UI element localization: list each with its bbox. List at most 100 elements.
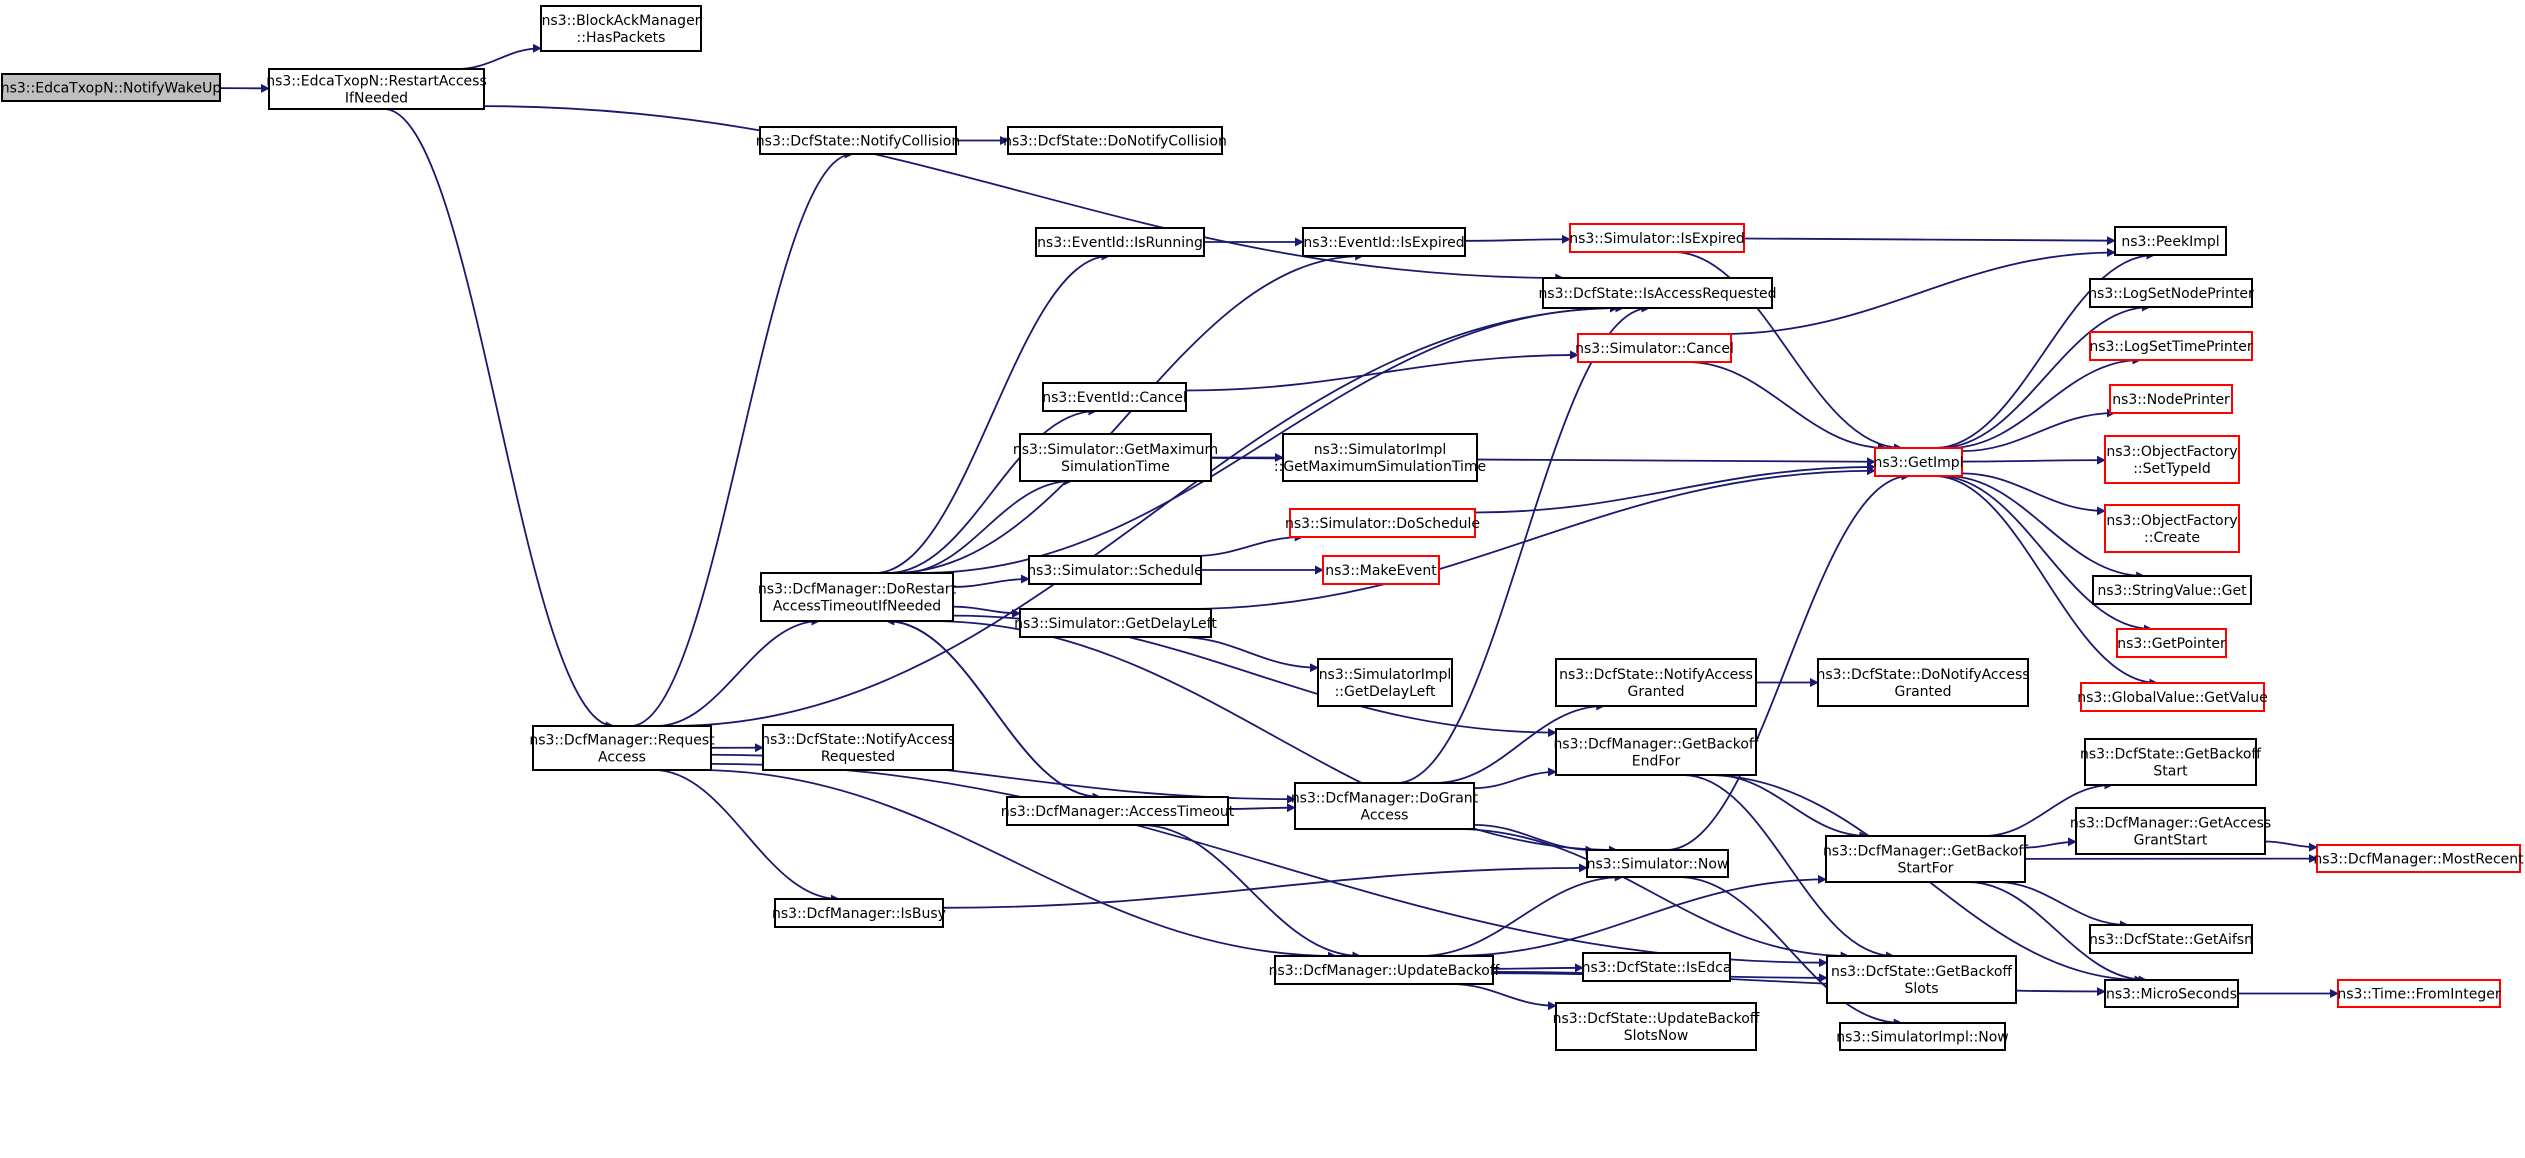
node-label: Access <box>1361 808 1409 824</box>
node-label: ns3::DcfState::GetBackoff <box>2080 747 2261 763</box>
node-getAifsn[interactable]: ns3::DcfState::GetAifsn <box>2089 924 2253 954</box>
node-makeEvent[interactable]: ns3::MakeEvent <box>1322 555 1440 585</box>
edge-accessTimeout-to-updateBackoff <box>1140 824 1362 961</box>
node-implGetDelayLeft[interactable]: ns3::SimulatorImpl::GetDelayLeft <box>1317 658 1453 707</box>
node-notifyCollision[interactable]: ns3::DcfState::NotifyCollision <box>756 126 960 155</box>
node-mostRecent[interactable]: ns3::DcfManager::MostRecent <box>2313 844 2524 873</box>
edge-restartAccess-to-requestAccess <box>383 108 615 731</box>
node-label: EndFor <box>1632 754 1681 770</box>
node-globalValueGet[interactable]: ns3::GlobalValue::GetValue <box>2077 682 2268 712</box>
node-box <box>1577 333 1732 363</box>
node-getImpl[interactable]: ns3::GetImpl <box>1873 447 1964 477</box>
node-setTypeId[interactable]: ns3::ObjectFactory::SetTypeId <box>2104 435 2240 484</box>
edge-simIsExpired-to-getImpl <box>1673 251 1904 453</box>
edge-requestAccess-to-doRestartAccess <box>656 616 821 727</box>
node-notifyWakeUp[interactable]: ns3::EdcaTxopN::NotifyWakeUp <box>1 73 222 102</box>
node-isEdca[interactable]: ns3::DcfState::IsEdca <box>1582 952 1732 982</box>
node-isBusy[interactable]: ns3::DcfManager::IsBusy <box>772 898 946 928</box>
node-label: ns3::DcfState::IsAccessRequested <box>1538 286 1776 302</box>
node-factoryCreate[interactable]: ns3::ObjectFactory::Create <box>2104 504 2240 553</box>
node-label: ns3::DcfManager::AccessTimeout <box>1001 804 1235 820</box>
node-label: ns3::BlockAckManager <box>542 13 701 29</box>
node-box <box>2104 979 2239 1008</box>
node-label: ns3::EventId::IsExpired <box>1303 235 1464 251</box>
node-box <box>762 724 954 771</box>
node-label: ns3::Time::FromInteger <box>2337 987 2500 1003</box>
node-label: SimulationTime <box>1061 459 1170 475</box>
node-label: ns3::NodePrinter <box>2112 392 2230 408</box>
node-microSeconds[interactable]: ns3::MicroSeconds <box>2104 979 2239 1008</box>
node-label: ns3::DcfManager::Request <box>529 733 715 749</box>
node-label: ns3::EdcaTxopN::NotifyWakeUp <box>1 81 222 97</box>
edge-requestAccess-to-isAccessRequested <box>672 303 1625 727</box>
edge-requestAccess-to-isBusy <box>653 769 840 904</box>
node-box <box>1028 555 1202 585</box>
node-isRunning[interactable]: ns3::EventId::IsRunning <box>1035 227 1205 257</box>
node-label: ns3::Simulator::Cancel <box>1575 341 1734 357</box>
node-fromInteger[interactable]: ns3::Time::FromInteger <box>2337 979 2501 1008</box>
node-label: ns3::Simulator::Now <box>1587 857 1729 873</box>
edge-doRestartAccess-to-eventIsExpired <box>892 251 1365 574</box>
node-peekImpl[interactable]: ns3::PeekImpl <box>2114 226 2227 256</box>
node-simIsExpired[interactable]: ns3::Simulator::IsExpired <box>1569 223 1745 253</box>
node-getPointer[interactable]: ns3::GetPointer <box>2116 628 2227 658</box>
node-label: GrantStart <box>2134 833 2208 849</box>
node-label: ::GetMaximumSimulationTime <box>1274 459 1486 475</box>
edge-doRestartAccess-to-getDelayLeft <box>952 605 1021 618</box>
node-getMaxSimTime[interactable]: ns3::Simulator::GetMaximumSimulationTime <box>1013 433 1218 482</box>
edge-getBackoffStartFor-to-getAccessGrantStart <box>2024 837 2077 849</box>
node-simSchedule[interactable]: ns3::Simulator::Schedule <box>1027 555 1203 585</box>
edge-requestAccess-to-updateBackoff <box>697 769 1337 961</box>
node-simCancel[interactable]: ns3::Simulator::Cancel <box>1575 333 1734 363</box>
edge-requestAccess-to-notifyCollision <box>630 149 854 727</box>
edge-doGrantAccess-to-isAccessRequested <box>1396 303 1651 784</box>
node-label: ns3::DcfManager::GetBackoff <box>1553 737 1758 753</box>
node-label: ns3::ObjectFactory <box>2106 513 2237 529</box>
node-logSetNodePrinter[interactable]: ns3::LogSetNodePrinter <box>2088 278 2254 308</box>
edge-doGrantAccess-to-getBackoffSlots <box>1455 828 1850 961</box>
node-doRestartAccess[interactable]: ns3::DcfManager::DoRestartAccessTimeoutI… <box>758 572 957 622</box>
node-label: ns3::GetImpl <box>1873 455 1963 471</box>
node-getDelayLeft[interactable]: ns3::Simulator::GetDelayLeft <box>1014 608 1217 638</box>
node-box <box>2114 226 2227 256</box>
node-label: ns3::DcfState::GetBackoff <box>1831 964 2012 980</box>
node-accessTimeout[interactable]: ns3::DcfManager::AccessTimeout <box>1001 796 1235 826</box>
node-logSetTimePrinter[interactable]: ns3::LogSetTimePrinter <box>2089 331 2253 361</box>
node-implGetMaxSimTime[interactable]: ns3::SimulatorImpl::GetMaximumSimulation… <box>1274 433 1486 482</box>
node-label: ns3::SimulatorImpl::Now <box>1836 1030 2009 1046</box>
node-doNotifyCollision[interactable]: ns3::DcfState::DoNotifyCollision <box>1003 126 1227 155</box>
node-hasPackets[interactable]: ns3::BlockAckManager::HasPackets <box>540 5 702 52</box>
edge-restartAccess-to-hasPackets <box>457 43 542 70</box>
node-box <box>1317 658 1453 707</box>
node-stringValueGet[interactable]: ns3::StringValue::Get <box>2092 575 2252 605</box>
node-isAccessRequested[interactable]: ns3::DcfState::IsAccessRequested <box>1538 277 1777 309</box>
node-updateBackoff[interactable]: ns3::DcfManager::UpdateBackoff <box>1269 955 1500 985</box>
node-eventIsExpired[interactable]: ns3::EventId::IsExpired <box>1302 227 1466 257</box>
node-nodePrinter[interactable]: ns3::NodePrinter <box>2109 384 2233 414</box>
edge-doRestartAccess-to-getMaxSimTime <box>901 476 1073 574</box>
node-implNow[interactable]: ns3::SimulatorImpl::Now <box>1836 1022 2009 1051</box>
node-doSchedule[interactable]: ns3::Simulator::DoSchedule <box>1285 508 1480 538</box>
edge-getDelayLeft-to-implGetDelayLeft <box>1178 636 1319 673</box>
edge-getBackoffEndFor-to-getBackoffStartFor <box>1713 774 1869 841</box>
node-label: ns3::Simulator::Schedule <box>1027 563 1203 579</box>
node-box <box>1542 277 1773 309</box>
node-label: ns3::DcfManager::DoRestart <box>758 582 957 598</box>
edge-getImpl-to-peekImpl <box>1934 250 2156 449</box>
node-simNow[interactable]: ns3::Simulator::Now <box>1586 849 1729 878</box>
node-box <box>1322 555 1440 585</box>
node-eventCancel[interactable]: ns3::EventId::Cancel <box>1042 382 1187 412</box>
edge-doRestartAccess-to-isRunning <box>874 251 1111 574</box>
